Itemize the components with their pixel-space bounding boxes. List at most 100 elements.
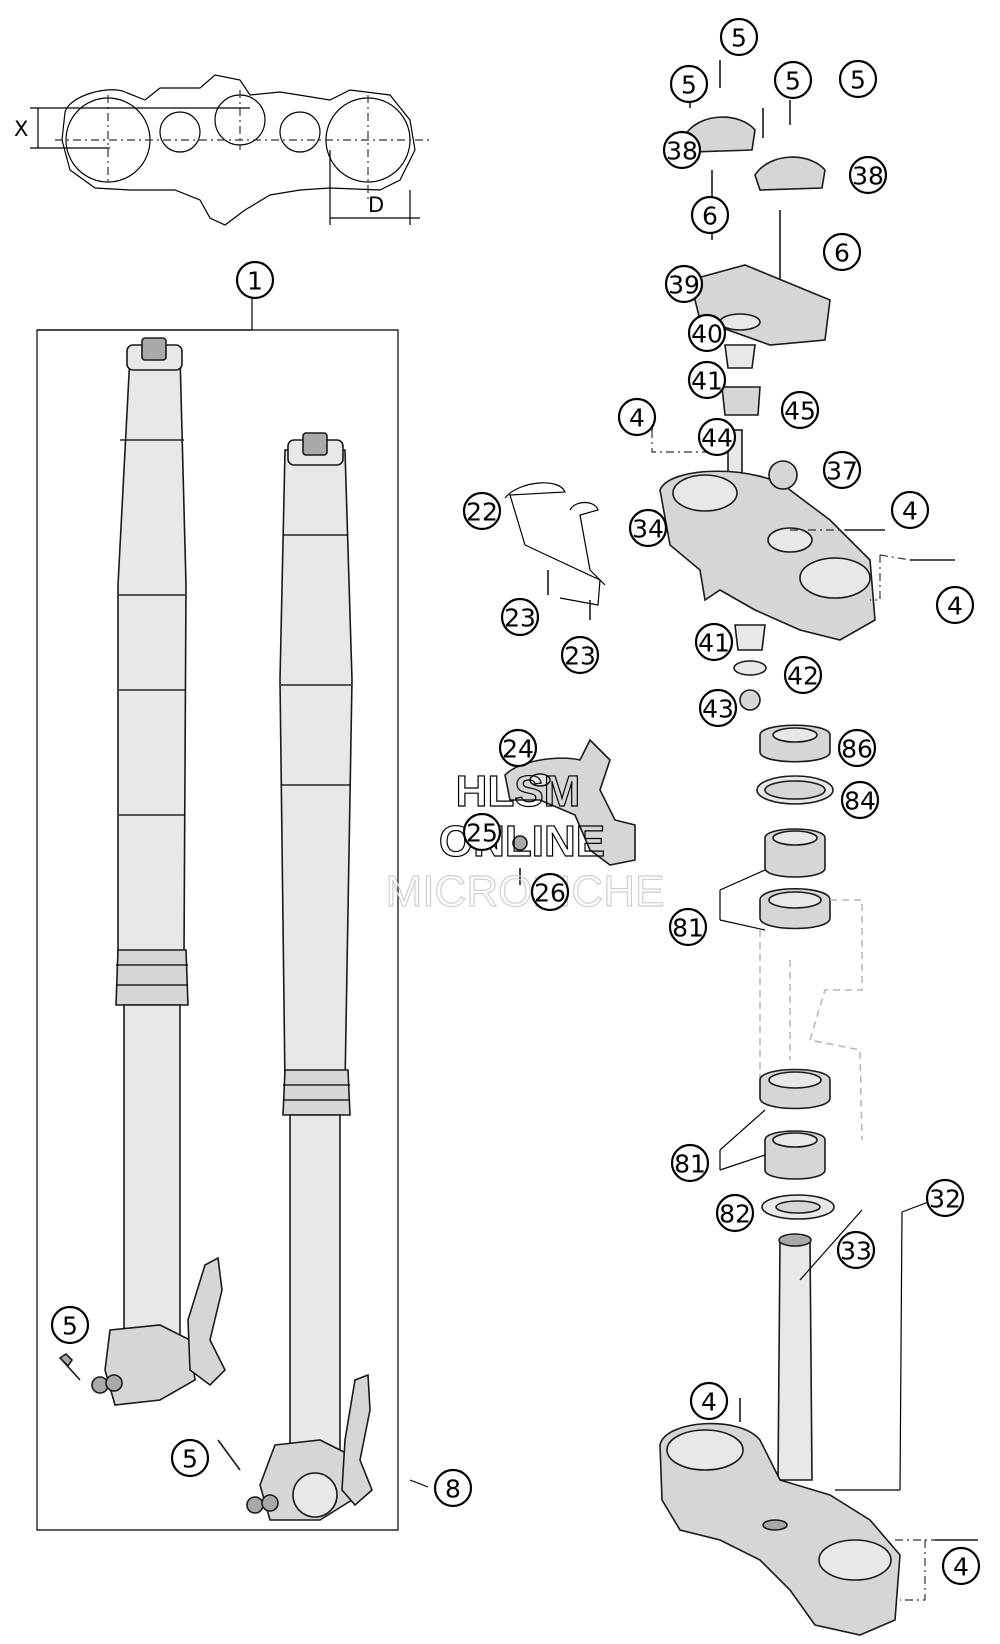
callout-number: 82: [719, 1200, 751, 1229]
callout-number: 81: [674, 1150, 706, 1179]
callout-number: 37: [826, 457, 858, 486]
callout-number: 5: [850, 66, 866, 95]
callout-number: 40: [691, 320, 723, 349]
callout-circle: [822, 232, 862, 272]
callout-23: 23: [500, 597, 540, 637]
front-fork-assembly: [36, 295, 429, 1531]
callout-4: 4: [941, 1546, 981, 1586]
callout-number: 5: [785, 67, 801, 96]
callout-number: 4: [947, 592, 963, 621]
callout-circle: [719, 17, 759, 57]
callout-number: 44: [701, 424, 733, 453]
callout-circle: [838, 59, 878, 99]
bleeder-screw-8: [409, 1479, 429, 1488]
callout-number: 5: [681, 71, 697, 100]
callout-40: 40: [687, 313, 727, 353]
callout-38: 38: [662, 130, 702, 170]
callout-number: 4: [629, 404, 645, 433]
dimension-d-label: D: [368, 193, 384, 217]
callout-number: 23: [504, 604, 536, 633]
callout-number: 42: [787, 662, 819, 691]
callout-1: 1: [235, 260, 275, 300]
callout-number: 22: [466, 498, 498, 527]
callout-number: 5: [731, 24, 747, 53]
bolt-5-left: [58, 1352, 81, 1381]
callout-circle: [462, 491, 502, 531]
callout-number: 5: [62, 1312, 78, 1341]
callout-circle: [235, 260, 275, 300]
callout-32: 32: [925, 1178, 965, 1218]
callout-45: 45: [780, 390, 820, 430]
callout-37: 37: [822, 450, 862, 490]
callout-number: 6: [834, 239, 850, 268]
callout-circle: [500, 597, 540, 637]
callout-circle: [837, 728, 877, 768]
callout-circle: [925, 1178, 965, 1218]
callout-number: 26: [534, 879, 566, 908]
callout-4: 4: [689, 1381, 729, 1421]
callout-number: 24: [502, 735, 534, 764]
triple-clamp-dimension-sketch: X D: [14, 74, 430, 226]
callout-circle: [687, 313, 727, 353]
callout-circle: [697, 417, 737, 457]
callout-circle: [836, 1230, 876, 1270]
callout-number: 4: [701, 1388, 717, 1417]
callout-4: 4: [935, 585, 975, 625]
callout-circle: [694, 622, 734, 662]
callout-circle: [780, 390, 820, 430]
callout-6: 6: [690, 195, 730, 235]
callout-circle: [560, 635, 600, 675]
callout-circle: [670, 1143, 710, 1183]
callout-circle: [687, 360, 727, 400]
lower-triple-clamp-stem: [659, 1189, 978, 1636]
callout-39: 39: [664, 264, 704, 304]
watermark-line-2: ONLINE: [439, 817, 605, 866]
callout-number: 38: [666, 137, 698, 166]
callout-number: 32: [929, 1185, 961, 1214]
callout-84: 84: [840, 780, 880, 820]
callout-number: 5: [182, 1445, 198, 1474]
steering-bearings: [719, 724, 863, 1220]
callout-circle: [715, 1193, 755, 1233]
callout-42: 42: [783, 655, 823, 695]
callout-circle: [669, 64, 709, 104]
callout-circle: [628, 508, 668, 548]
callout-number: 4: [902, 497, 918, 526]
callout-number: 33: [840, 1237, 872, 1266]
callout-5: 5: [50, 1305, 90, 1345]
callout-number: 6: [702, 202, 718, 231]
callout-number: 41: [691, 367, 723, 396]
callout-circle: [462, 812, 502, 852]
watermark-line-3: MICROFICHE: [386, 867, 665, 916]
callout-41: 41: [694, 622, 734, 662]
callout-circle: [664, 264, 704, 304]
callout-4: 4: [617, 397, 657, 437]
upper-triple-clamp: [651, 408, 955, 711]
callout-circle: [941, 1546, 981, 1586]
callout-33: 33: [836, 1230, 876, 1270]
callout-34: 34: [628, 508, 668, 548]
left-fork-leg: [91, 337, 226, 1406]
callout-circle: [935, 585, 975, 625]
callout-5: 5: [170, 1438, 210, 1478]
callout-81: 81: [670, 1143, 710, 1183]
callout-circle: [783, 655, 823, 695]
callout-circle: [668, 907, 708, 947]
callout-number: 38: [852, 162, 884, 191]
callout-circle: [530, 872, 570, 912]
callout-6: 6: [822, 232, 862, 272]
callout-number: 45: [784, 397, 816, 426]
watermark: HLSM ONLINE MICROFICHE: [385, 766, 665, 916]
watermark-line-1: HLSM: [456, 767, 581, 816]
callout-number: 39: [668, 271, 700, 300]
callout-26: 26: [530, 872, 570, 912]
callout-number: 1: [247, 267, 263, 296]
callout-5: 5: [719, 17, 759, 57]
callout-circle: [433, 1468, 473, 1508]
callout-circle: [890, 490, 930, 530]
dimension-x-label: X: [14, 117, 28, 141]
callout-4: 4: [890, 490, 930, 530]
callout-circle: [662, 130, 702, 170]
